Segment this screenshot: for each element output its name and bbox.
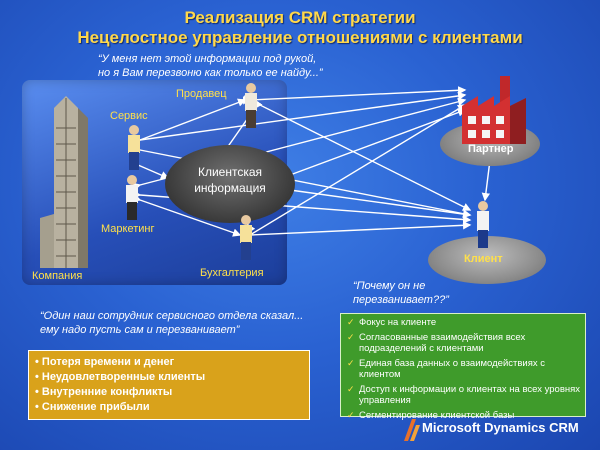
arrow-service-partner: [132, 91, 467, 146]
dynamics-logo-icon: [404, 419, 420, 441]
partner-label: Партнер: [468, 143, 514, 155]
problems-box: • Потеря времени и денег • Неудовлетворе…: [28, 350, 310, 420]
arrow-accounting-client: [242, 221, 472, 240]
arrow-center-client: [282, 184, 472, 219]
benefit-item: ✓Сегментирование клиентской базы: [347, 410, 515, 421]
client-label: Клиент: [464, 253, 503, 265]
top-quote: “У меня нет этой информации под рукой, н…: [98, 53, 323, 79]
client-info-label: Клиентская информация: [194, 165, 266, 195]
product-logo-text: Microsoft Dynamics CRM: [422, 420, 579, 435]
accounting-person-icon: [240, 215, 252, 260]
checkmark-icon: ✓: [347, 332, 355, 342]
factory-icon: [462, 76, 526, 144]
seller-person-icon: [245, 83, 257, 128]
marketing-person-icon: [126, 175, 138, 220]
client-quote: “Почему он не перезванивает??”: [353, 280, 449, 306]
arrow-seller-partner: [242, 86, 467, 105]
service-label: Сервис: [110, 110, 148, 122]
benefit-item: ✓Доступ к информации о клиентах на всех …: [347, 384, 581, 406]
service-person-icon: [128, 125, 140, 170]
benefits-box: ✓Фокус на клиенте ✓Согласованные взаимод…: [340, 313, 586, 421]
marketing-label: Маркетинг: [101, 223, 155, 235]
client-info-hub: [165, 145, 295, 223]
problem-item: • Внутренние конфликты: [35, 386, 173, 398]
problem-item: • Потеря времени и денег: [35, 356, 175, 368]
checkmark-icon: ✓: [347, 317, 355, 327]
arrow-partner-client: [481, 152, 496, 202]
seller-label: Продавец: [176, 88, 227, 100]
slide-subtitle: Нецелостное управление отношениями с кли…: [77, 28, 523, 47]
client-person-icon: [477, 201, 489, 248]
arrow-marketing-center: [129, 158, 170, 180]
benefit-item: ✓Единая база данных о взаимодействиях с …: [347, 358, 546, 380]
checkmark-icon: ✓: [347, 358, 355, 368]
company-label: Компания: [32, 270, 83, 282]
benefit-item: ✓Согласованные взаимодействия всех подра…: [347, 332, 526, 354]
arrow-marketing-accounting: [132, 193, 242, 237]
checkmark-icon: ✓: [347, 384, 355, 394]
checkmark-icon: ✓: [347, 410, 355, 420]
arrow-service-seller: [131, 98, 247, 147]
bottom-quote: “Один наш сотрудник сервисного отдела ск…: [40, 310, 304, 336]
slide-title: Реализация CRM стратегии: [184, 8, 416, 27]
problem-item: • Снижение прибыли: [35, 401, 150, 413]
problem-item: • Неудовлетворенные клиенты: [35, 371, 206, 383]
benefit-item: ✓Фокус на клиенте: [347, 317, 437, 328]
accounting-label: Бухгалтерия: [200, 267, 264, 279]
arrow-center-partner: [281, 108, 467, 182]
skyscraper-icon: [40, 96, 88, 268]
